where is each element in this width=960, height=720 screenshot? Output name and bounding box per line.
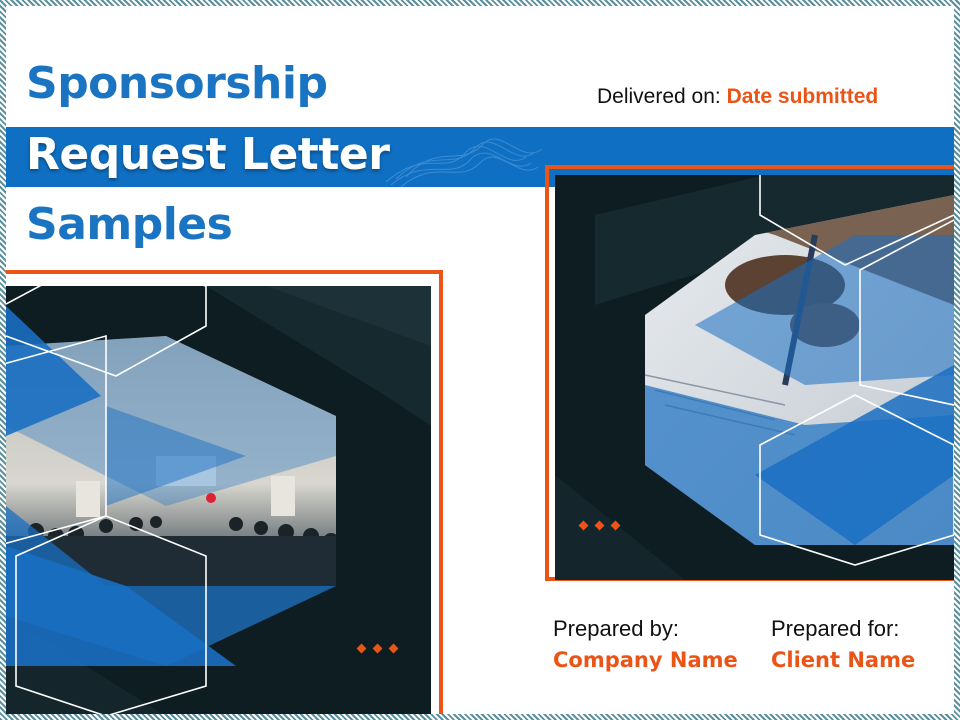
right-decor-dots [578,520,621,531]
delivered-label: Delivered on: [597,85,727,108]
title-line-1: Sponsorship [26,58,328,109]
prepared-for-value: Client Name [771,648,916,672]
left-decor-dots [356,643,399,654]
prepared-by-value: Company Name [553,648,738,672]
delivered-date: Date submitted [726,85,879,108]
delivered-on: Delivered on: Date submitted [597,85,878,109]
title-line-2: Request Letter [26,129,390,180]
prepared-by-label: Prepared by: [553,616,679,641]
title-line-3: Samples [26,199,233,250]
prepared-for-label: Prepared for: [771,616,900,641]
